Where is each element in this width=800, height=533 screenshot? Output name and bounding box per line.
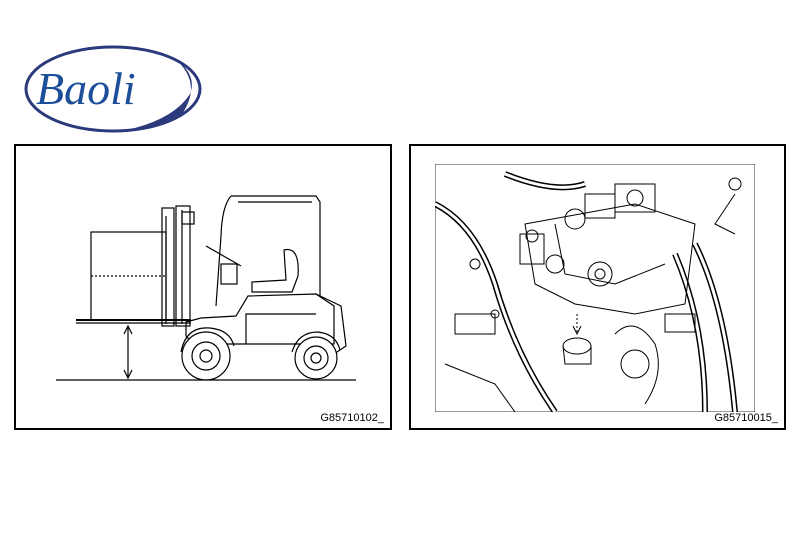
forklift-figure-panel: G85710102_	[14, 144, 392, 430]
engine-compartment-illustration	[435, 164, 755, 412]
engine-figure-panel: G85710015_	[409, 144, 786, 430]
forklift-illustration	[56, 195, 356, 381]
svg-text:Baoli: Baoli	[36, 63, 136, 114]
figure-code: G85710015_	[714, 412, 778, 424]
baoli-logo: Baoli	[24, 45, 202, 133]
figure-code: G85710102_	[320, 412, 384, 424]
